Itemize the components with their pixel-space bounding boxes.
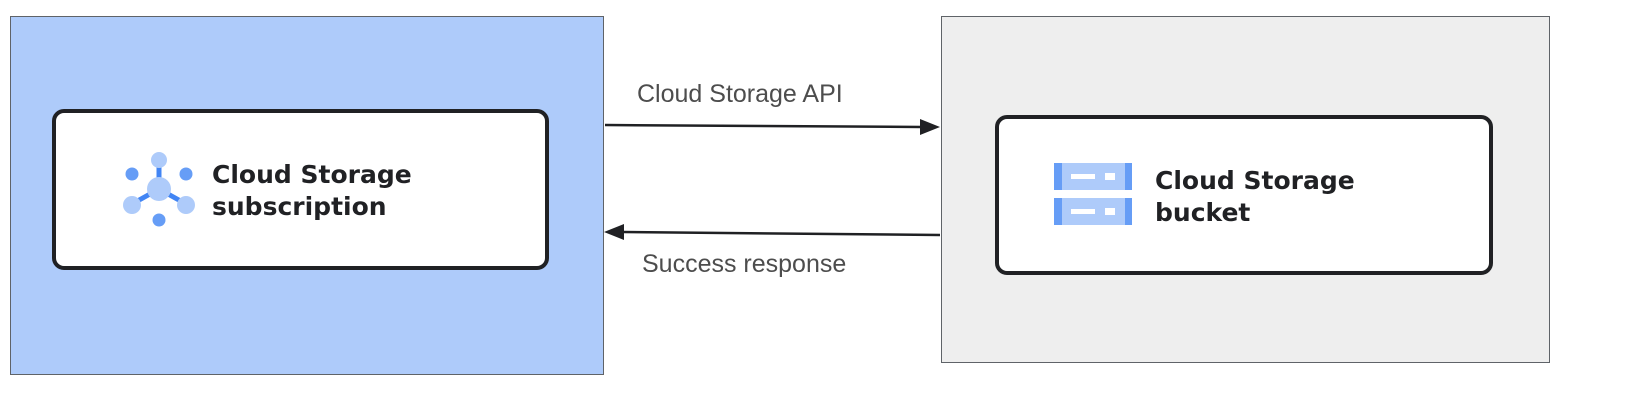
response-label: Success response [642,250,847,278]
subscription-node [52,109,549,270]
request-arrow [604,119,940,135]
subscription-title: Cloud Storage subscription [212,159,412,223]
bucket-node [995,115,1493,275]
pubsub-hub-icon [123,152,195,227]
subscription-title-line1: Cloud Storage [212,160,412,189]
subscription-title-line2: subscription [212,192,387,221]
bucket-title-line2: bucket [1155,198,1251,227]
request-label: Cloud Storage API [637,80,843,108]
response-arrow [604,224,941,240]
storage-bucket-icon [1054,163,1132,225]
bucket-title: Cloud Storage bucket [1155,165,1355,229]
bucket-title-line1: Cloud Storage [1155,166,1355,195]
